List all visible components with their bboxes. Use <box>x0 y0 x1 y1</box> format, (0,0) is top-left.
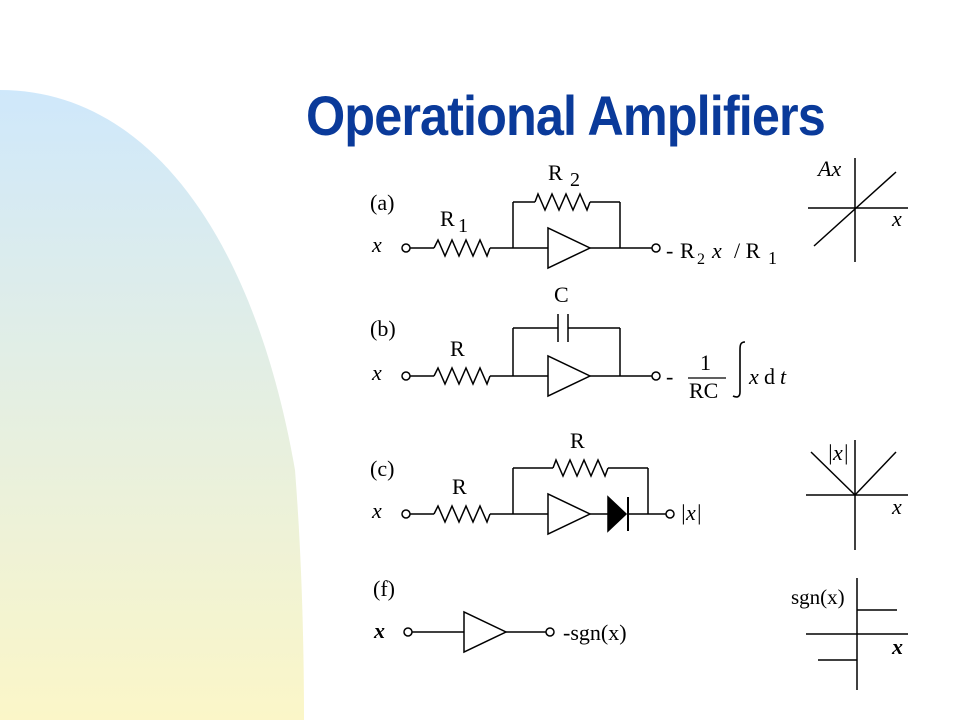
graph-abs <box>806 440 908 550</box>
graph-linear <box>808 158 908 262</box>
input-terminal <box>401 371 411 381</box>
circuit-f <box>403 610 555 654</box>
label-b: (b) <box>370 316 396 341</box>
label-input-x: x <box>371 498 382 523</box>
label-input-x: x <box>373 618 385 643</box>
label-input-x: x <box>371 232 382 257</box>
output-slash-r: / R <box>734 238 761 263</box>
graph-sgn <box>806 578 908 690</box>
circuit-b <box>401 314 746 398</box>
opamp-triangle <box>547 354 592 398</box>
label-c-tag: (c) <box>370 456 394 481</box>
label-f: (f) <box>373 576 395 601</box>
opamp-triangle <box>547 492 592 536</box>
resistor-r1 <box>433 238 491 258</box>
input-terminal <box>401 243 411 253</box>
graph-linear-xlabel: x <box>891 206 902 231</box>
transfer-line-left <box>810 451 856 496</box>
graph-abs-xlabel: x <box>891 494 902 519</box>
label-c: C <box>554 282 569 307</box>
output-r-sub: 2 <box>697 251 705 268</box>
circuit-c <box>401 458 675 536</box>
resistor-r-in <box>433 504 491 524</box>
opamp-triangle <box>547 226 592 270</box>
output-sgn: -sgn(x) <box>563 620 627 645</box>
background-gradient-shape <box>0 90 304 720</box>
diode-body <box>607 495 628 533</box>
output-terminal <box>651 371 661 381</box>
output-sub: 1 <box>768 248 777 268</box>
output-minus: - <box>666 238 673 263</box>
label-r1-sub: 1 <box>458 215 468 237</box>
transfer-line <box>813 171 897 247</box>
output-terminal <box>651 243 661 253</box>
graph-linear-ylabel: Ax <box>816 156 841 181</box>
input-terminal <box>403 627 413 637</box>
label-r1: R <box>440 206 455 231</box>
label-r2-sub: 2 <box>570 169 580 191</box>
resistor-r <box>433 366 491 386</box>
opamp-triangle <box>463 610 508 654</box>
label-a: (a) <box>370 190 394 215</box>
output-minus: - <box>666 364 673 389</box>
output-d: d <box>764 364 775 389</box>
circuit-a <box>401 192 661 270</box>
resistor-r2 <box>534 192 591 212</box>
output-terminal <box>665 509 675 519</box>
slide-title: Operational Amplifiers <box>306 84 826 147</box>
graph-sgn-ylabel: sgn(x) <box>791 585 845 609</box>
output-terminal <box>545 627 555 637</box>
graph-sgn-xlabel: x <box>891 634 903 659</box>
output-x: x <box>711 238 722 263</box>
label-r-in: R <box>452 474 467 499</box>
output-abs-x: |x| <box>680 500 702 525</box>
output-r: R <box>680 238 695 263</box>
output-numerator: 1 <box>700 350 711 375</box>
transfer-line-right <box>854 451 897 496</box>
label-r: R <box>450 336 465 361</box>
input-terminal <box>401 509 411 519</box>
output-t: t <box>780 364 787 389</box>
label-r2: R <box>548 160 563 185</box>
label-r-fb: R <box>570 428 585 453</box>
integral-sign <box>732 341 746 398</box>
output-x: x <box>748 364 759 389</box>
resistor-r-fb <box>552 458 609 478</box>
label-input-x: x <box>371 360 382 385</box>
output-denominator: RC <box>689 378 718 403</box>
graph-abs-ylabel: |x| <box>827 440 849 465</box>
